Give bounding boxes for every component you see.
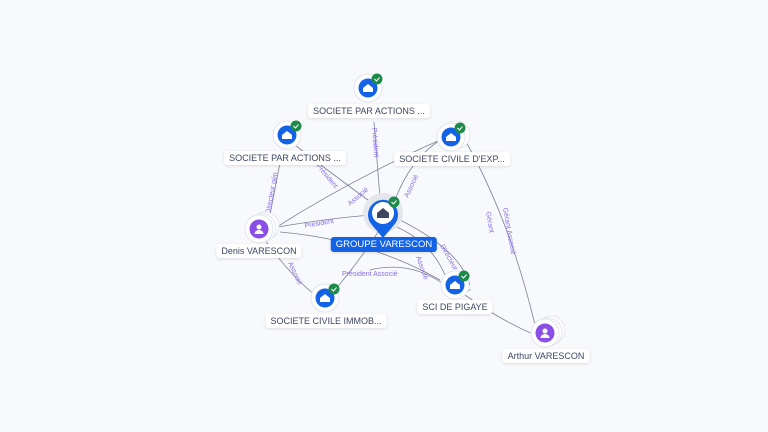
node-label-spa-top[interactable]: SOCIETE PAR ACTIONS ... <box>308 104 430 118</box>
node-spa-top[interactable] <box>353 73 383 103</box>
edge-label: Président <box>370 128 380 158</box>
check-icon <box>371 73 383 85</box>
edge-center-sce <box>394 139 441 201</box>
building-icon <box>446 133 456 141</box>
edge-denis-center <box>271 214 373 229</box>
node-sce[interactable] <box>436 120 471 152</box>
person-icon <box>540 328 550 338</box>
node-label-sce[interactable]: SOCIETE CIVILE D'EXP... <box>394 152 510 166</box>
edge-label: Gérant Associé <box>501 207 516 255</box>
node-groupe-varescon[interactable] <box>363 193 403 238</box>
node-label-pigaye[interactable]: SCI DE PIGAYE <box>417 300 493 314</box>
node-spa-left[interactable] <box>272 120 302 150</box>
check-icon <box>290 120 302 132</box>
edge-label: Président Associé <box>342 271 398 278</box>
building-icon <box>377 208 389 218</box>
edge-sciimmob-pigaye <box>369 266 446 286</box>
edge-label: Président <box>314 163 338 190</box>
check-icon <box>328 283 340 295</box>
node-label-arthur[interactable]: Arthur VARESCON <box>502 349 590 363</box>
check-icon <box>388 196 400 208</box>
building-icon <box>363 84 373 92</box>
edge-center-spa-top <box>373 121 381 199</box>
building-icon <box>320 294 330 302</box>
node-sci-immob[interactable] <box>310 283 340 313</box>
node-label-denis[interactable]: Denis VARESCON <box>216 244 302 258</box>
person-icon <box>254 224 264 234</box>
check-icon <box>458 270 470 282</box>
edge-sce-arthur <box>464 139 536 326</box>
node-arthur[interactable] <box>530 315 566 348</box>
node-label-groupe-varescon[interactable]: GROUPE VARESCON <box>330 237 438 252</box>
edge-label: Gérant <box>484 211 495 233</box>
check-icon <box>454 122 466 134</box>
node-pigaye[interactable] <box>440 270 470 300</box>
edge-label: Président <box>304 218 334 230</box>
node-denis[interactable] <box>244 211 280 244</box>
edge-label: Directeur gén <box>265 172 279 215</box>
node-label-spa-left[interactable]: SOCIETE PAR ACTIONS ... <box>224 151 346 165</box>
edge-pigaye-arthur <box>464 294 536 336</box>
edge-label: Associé <box>286 261 303 286</box>
edge-denis-sce <box>271 139 441 231</box>
building-icon <box>450 281 460 289</box>
node-label-sci-immob[interactable]: SOCIETE CIVILE IMMOB... <box>265 314 387 328</box>
building-icon <box>282 131 292 139</box>
